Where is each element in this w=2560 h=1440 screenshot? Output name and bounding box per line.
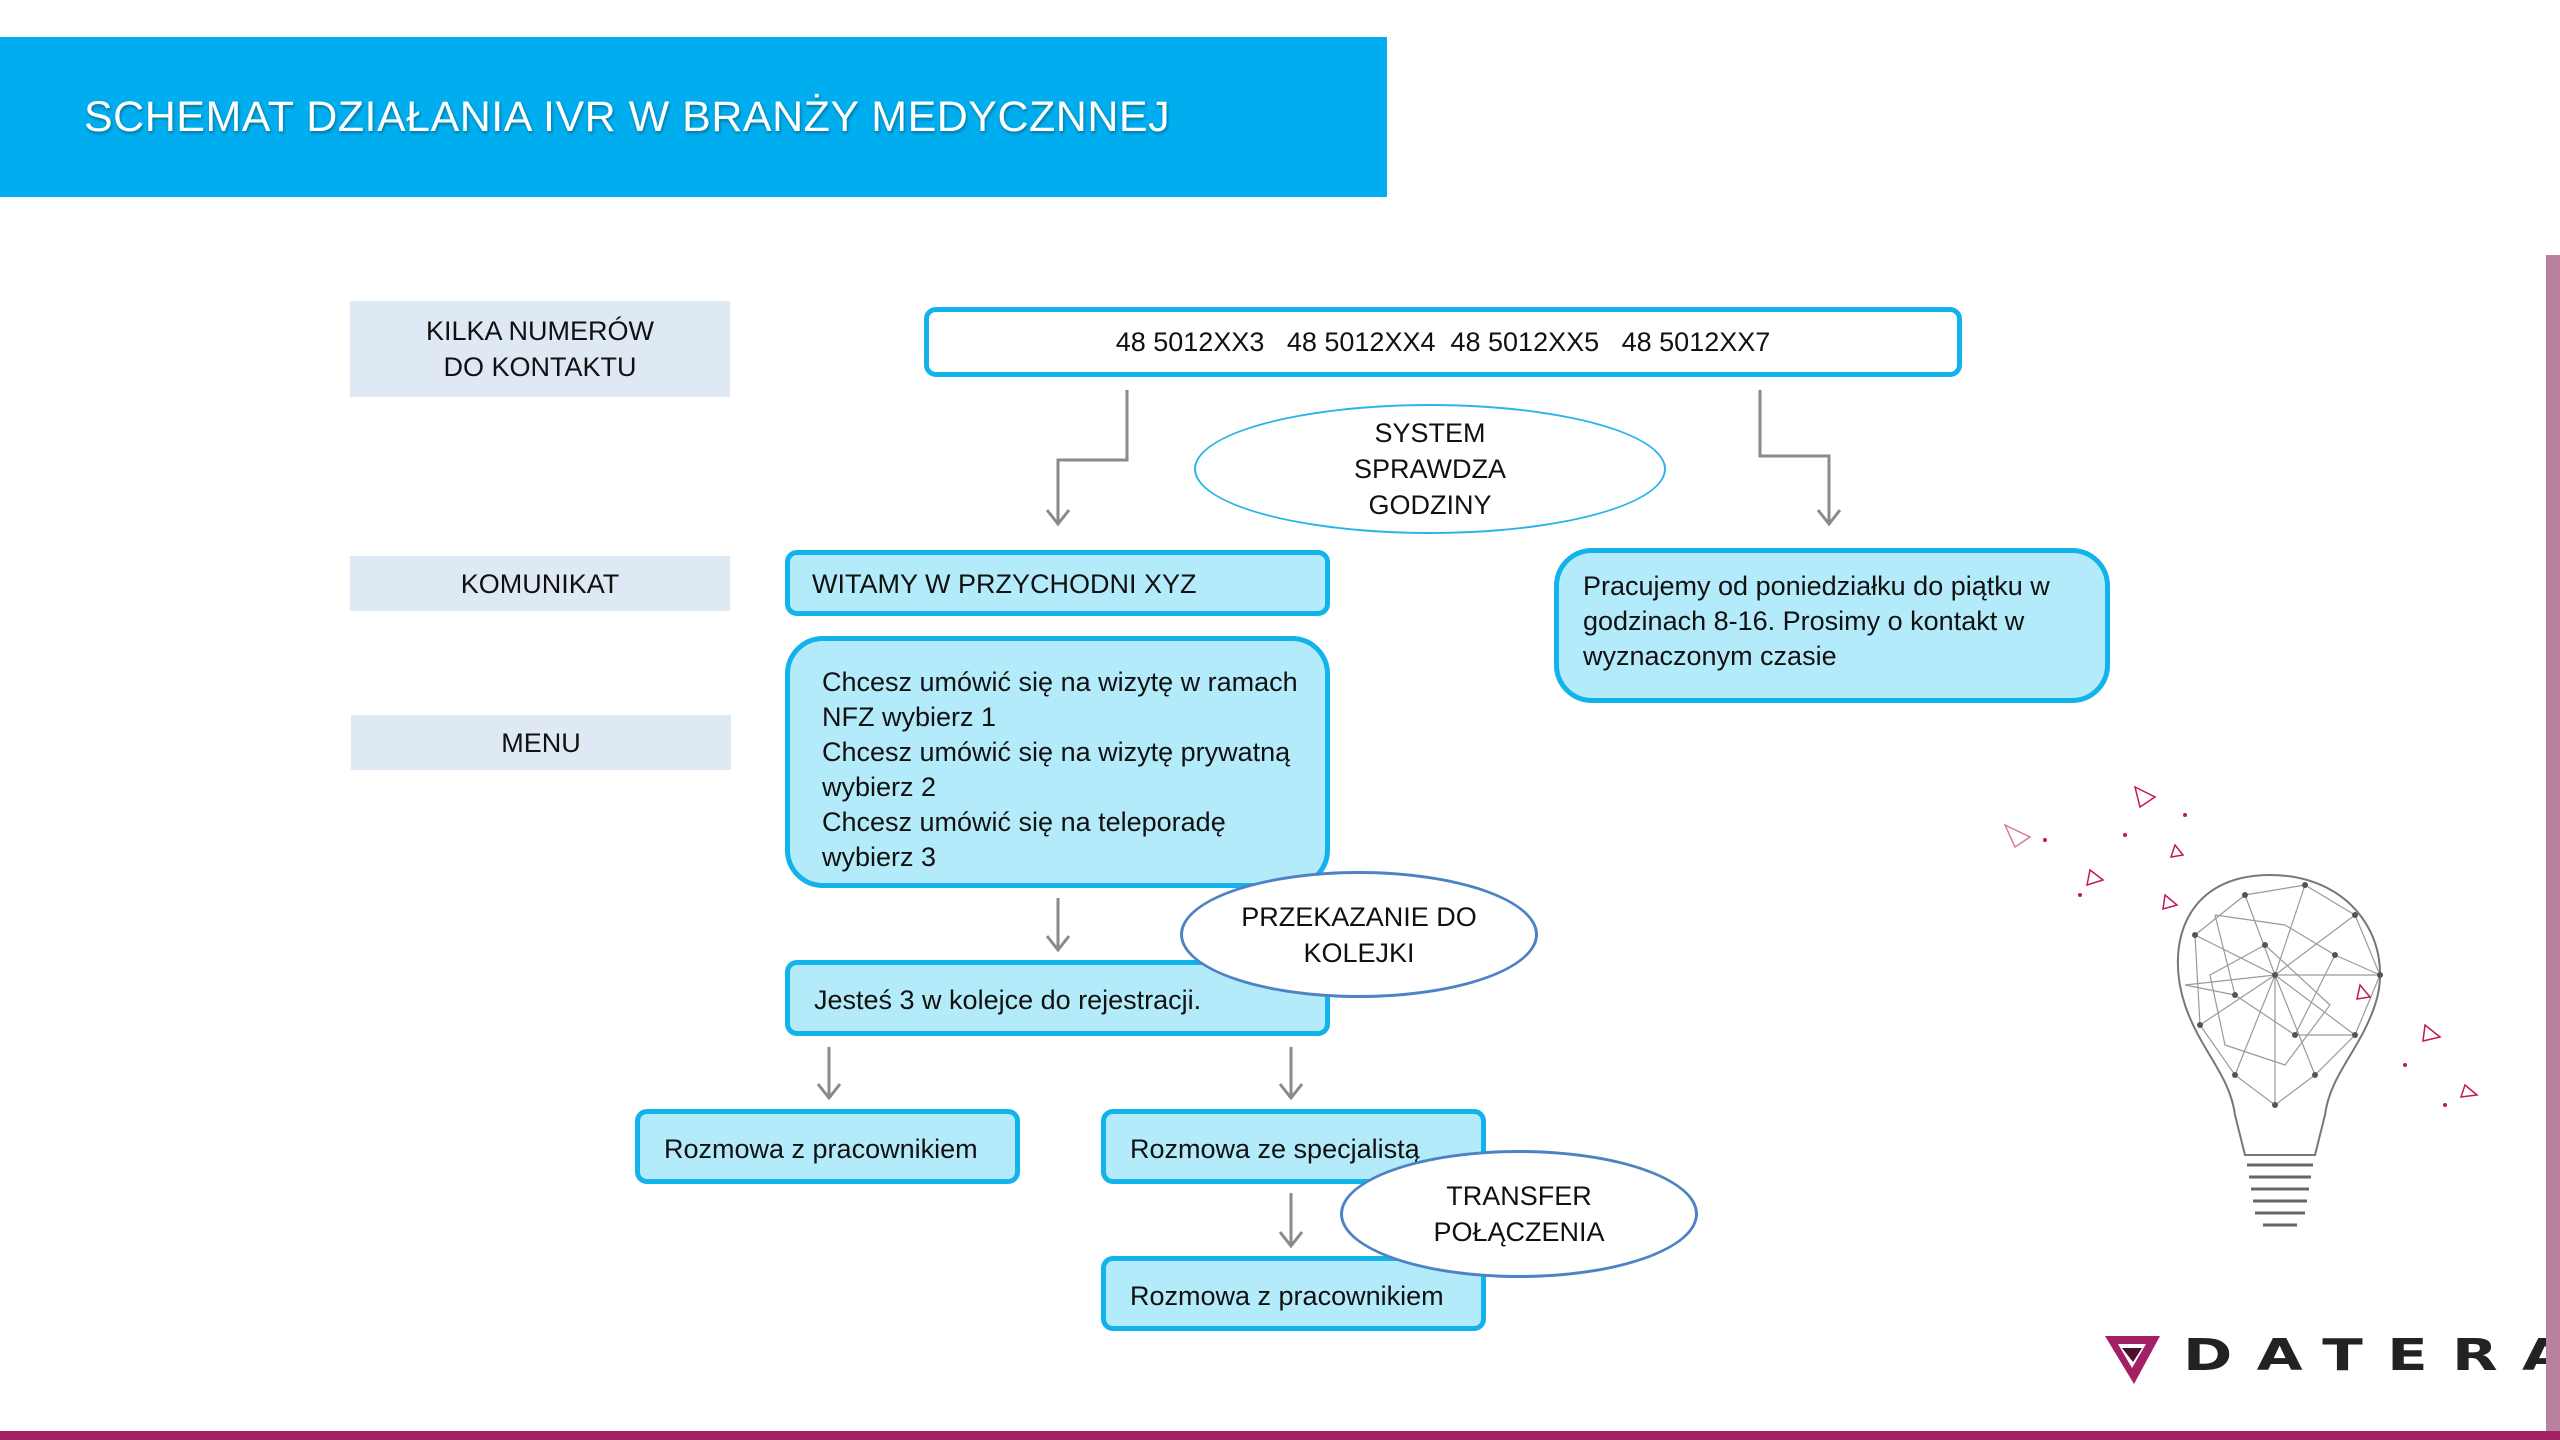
menu-line-2: NFZ wybierz 1 — [822, 702, 997, 732]
datera-logo-icon — [2105, 1336, 2160, 1384]
menu-box: Chcesz umówić się na wizytę w ramach NFZ… — [785, 636, 1330, 888]
label-numbers: KILKA NUMERÓW DO KONTAKTU — [350, 301, 730, 397]
welcome-text: WITAMY W PRZYCHODNI XYZ — [812, 569, 1197, 599]
bottom-accent-stripe — [0, 1431, 2560, 1440]
right-accent-stripe — [2546, 255, 2560, 1440]
hours-info-box: Pracujemy od poniedziałku do piątku w go… — [1554, 548, 2110, 703]
ellipse-check-hours: SYSTEM SPRAWDZA GODZINY — [1194, 404, 1666, 534]
talk-specialist-text: Rozmowa ze specjalistą — [1130, 1134, 1420, 1164]
talk-employee-box-2: Rozmowa z pracownikiem — [1101, 1256, 1486, 1331]
arrow-to-welcome — [1056, 390, 1129, 522]
ellipse-queue-transfer-text: PRZEKAZANIE DO KOLEJKI — [1241, 901, 1477, 968]
page-title: SCHEMAT DZIAŁANIA IVR W BRANŻY MEDYCZNNE… — [84, 93, 1171, 141]
arrow-to-hours — [1758, 390, 1831, 522]
ellipse-check-hours-text: SYSTEM SPRAWDZA GODZINY — [1353, 418, 1506, 520]
hours-info-text: Pracujemy od poniedziałku do piątku w go… — [1583, 571, 2050, 671]
label-komunikat: KOMUNIKAT — [350, 556, 730, 611]
label-menu: MENU — [351, 715, 731, 770]
ellipse-call-transfer-text: TRANSFER POŁĄCZENIA — [1433, 1181, 1605, 1247]
ellipse-call-transfer: TRANSFER POŁĄCZENIA — [1340, 1150, 1698, 1278]
menu-line-3: Chcesz umówić się na wizytę prywatną — [822, 737, 1291, 767]
welcome-box: WITAMY W PRZYCHODNI XYZ — [785, 550, 1330, 616]
ellipse-queue-transfer: PRZEKAZANIE DO KOLEJKI — [1180, 871, 1538, 998]
phone-numbers-box: 48 5012XX3 48 5012XX4 48 5012XX5 48 5012… — [924, 307, 1962, 377]
talk-employee-text-2: Rozmowa z pracownikiem — [1130, 1281, 1444, 1311]
talk-employee-text-1: Rozmowa z pracownikiem — [664, 1134, 978, 1164]
menu-line-1: Chcesz umówić się na wizytę w ramach — [822, 667, 1298, 697]
menu-line-5: Chcesz umówić się na teleporadę — [822, 807, 1226, 837]
queue-text: Jesteś 3 w kolejce do rejestracji. — [814, 985, 1202, 1015]
lightbulb-network-icon — [2003, 785, 2479, 1227]
title-banner: SCHEMAT DZIAŁANIA IVR W BRANŻY MEDYCZNNE… — [0, 37, 1387, 197]
talk-employee-box-1: Rozmowa z pracownikiem — [635, 1109, 1020, 1184]
phone-numbers-text: 48 5012XX3 48 5012XX4 48 5012XX5 48 5012… — [1115, 326, 1771, 357]
logo-text: DATERA — [2183, 1330, 2560, 1381]
menu-line-6: wybierz 3 — [822, 842, 937, 872]
menu-line-4: wybierz 2 — [822, 772, 937, 802]
